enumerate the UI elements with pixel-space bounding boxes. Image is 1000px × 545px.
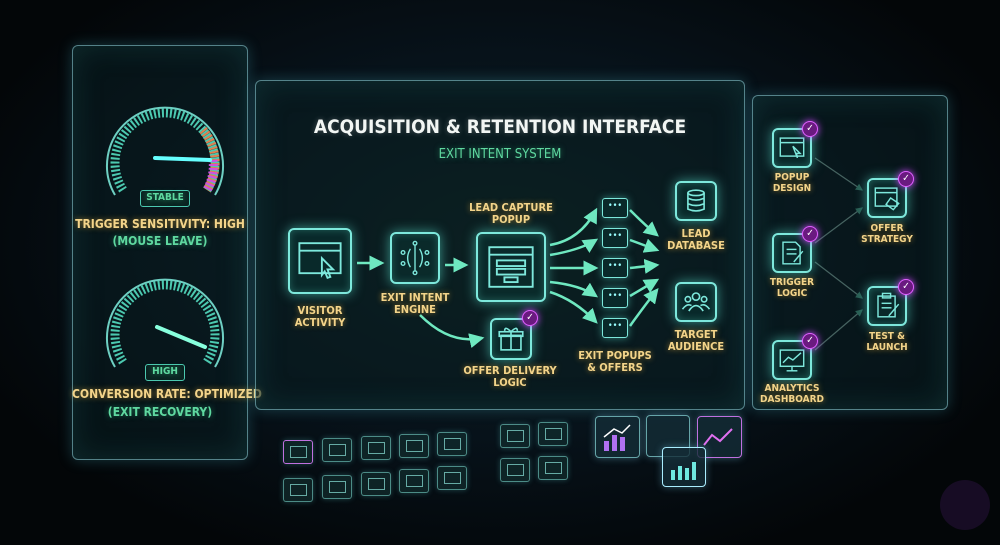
gauge-conversion-rate bbox=[106, 278, 224, 368]
label-line: ENGINE bbox=[394, 302, 436, 316]
line-chart-icon bbox=[703, 428, 733, 446]
users-icon bbox=[681, 292, 711, 312]
label-line: ACTIVITY bbox=[294, 315, 346, 329]
label-line: EXIT INTENT bbox=[380, 291, 450, 304]
label-line: LAUNCH bbox=[866, 341, 908, 353]
app-tile[interactable] bbox=[283, 440, 313, 464]
gift-icon bbox=[498, 327, 524, 351]
code-tile[interactable] bbox=[538, 456, 568, 480]
check-icon: ✓ bbox=[802, 121, 818, 137]
workflow-test-launch[interactable] bbox=[867, 286, 907, 326]
label-line: EXIT POPUPS bbox=[578, 349, 652, 362]
label-line: AUDIENCE bbox=[667, 339, 725, 353]
label-line: LEAD CAPTURE bbox=[469, 201, 553, 214]
tag-icon bbox=[874, 187, 900, 211]
page-subtitle: EXIT INTENT SYSTEM bbox=[438, 147, 562, 162]
app-tile[interactable] bbox=[399, 434, 429, 458]
monitor-chart-icon bbox=[779, 349, 805, 372]
lead-capture-popup-node[interactable] bbox=[476, 232, 546, 302]
gauge-label: TRIGGER SENSITIVITY: HIGH bbox=[75, 217, 245, 231]
page-title: ACQUISITION & RETENTION INTERFACE bbox=[313, 116, 687, 138]
circuit-icon bbox=[400, 240, 430, 276]
gauge-needle bbox=[153, 156, 212, 162]
label-line: DATABASE bbox=[667, 238, 725, 252]
app-tile[interactable] bbox=[322, 475, 352, 499]
gauge-needle bbox=[155, 325, 207, 349]
app-tile[interactable] bbox=[361, 436, 391, 460]
gauge-label: CONVERSION RATE: OPTIMIZED bbox=[72, 387, 262, 401]
label-line: VISITOR bbox=[297, 304, 343, 317]
app-tile[interactable] bbox=[361, 472, 391, 496]
label-line: STRATEGY bbox=[861, 233, 913, 245]
code-tile[interactable] bbox=[500, 458, 530, 482]
exit-intent-engine-node[interactable] bbox=[390, 232, 440, 284]
code-tile[interactable] bbox=[500, 424, 530, 448]
chat-bubble-icon[interactable]: ••• bbox=[602, 198, 628, 218]
workflow-label: TEST &LAUNCH bbox=[847, 331, 927, 353]
bar-chart-tile[interactable] bbox=[595, 416, 640, 458]
label-line: TEST & bbox=[869, 331, 905, 342]
chat-bubble-icon[interactable]: ••• bbox=[602, 318, 628, 338]
offer-delivery-check-icon: ✓ bbox=[522, 310, 538, 326]
clipboard-pen-icon bbox=[877, 292, 900, 318]
chat-bubble-icon[interactable]: ••• bbox=[602, 258, 628, 278]
label-line: OFFER bbox=[870, 223, 904, 234]
corner-orb bbox=[940, 480, 990, 530]
chat-bubble-icon[interactable]: ••• bbox=[602, 228, 628, 248]
label-line: ANALYTICS bbox=[764, 383, 820, 394]
app-tile[interactable] bbox=[322, 438, 352, 462]
database-icon bbox=[687, 189, 705, 212]
bar-chart-icon bbox=[671, 462, 696, 480]
label-line: & OFFERS bbox=[587, 360, 643, 374]
app-tile[interactable] bbox=[437, 432, 467, 456]
bar-chart-icon bbox=[603, 424, 631, 451]
label-line: TRIGGER bbox=[769, 277, 815, 288]
visitor-activity-node[interactable] bbox=[288, 228, 352, 294]
workflow-analytics-dashboard[interactable] bbox=[772, 340, 812, 380]
browser-cursor-icon bbox=[779, 137, 805, 159]
document-pen-icon bbox=[782, 241, 804, 265]
analytics-tile[interactable] bbox=[662, 447, 706, 487]
label-line: LEAD bbox=[681, 227, 711, 240]
label-line: DESIGN bbox=[772, 182, 812, 194]
gauge-badge: HIGH bbox=[145, 364, 185, 381]
label-line: POPUP bbox=[774, 172, 810, 183]
app-tile[interactable] bbox=[283, 478, 313, 502]
app-tile[interactable] bbox=[399, 469, 429, 493]
check-icon: ✓ bbox=[898, 171, 914, 187]
label-line: OFFER DELIVERY bbox=[463, 364, 557, 377]
gauge-sublabel: (MOUSE LEAVE) bbox=[112, 234, 208, 248]
label-line: POPUP bbox=[491, 212, 531, 226]
app-tile[interactable] bbox=[437, 466, 467, 490]
chat-bubble-icon[interactable]: ••• bbox=[602, 288, 628, 308]
label-line: LOGIC bbox=[776, 287, 808, 299]
exit-popups-offers-label: EXIT POPUPS& OFFERS bbox=[565, 350, 665, 373]
check-icon: ✓ bbox=[802, 226, 818, 242]
target-audience-node[interactable] bbox=[675, 282, 717, 322]
browser-cursor-icon bbox=[298, 242, 342, 280]
label-line: TARGET bbox=[674, 328, 718, 341]
label-line: LOGIC bbox=[493, 375, 527, 389]
gauge-trigger-sensitivity bbox=[106, 106, 224, 196]
check-icon: ✓ bbox=[802, 333, 818, 349]
code-tile[interactable] bbox=[538, 422, 568, 446]
offer-delivery-logic-node[interactable] bbox=[490, 318, 532, 360]
lead-database-node[interactable] bbox=[675, 181, 717, 221]
label-line: DASHBOARD bbox=[759, 393, 825, 405]
gauge-sublabel: (EXIT RECOVERY) bbox=[107, 405, 213, 419]
popup-form-icon bbox=[488, 246, 534, 288]
gauge-badge: STABLE bbox=[140, 190, 190, 207]
check-icon: ✓ bbox=[898, 279, 914, 295]
